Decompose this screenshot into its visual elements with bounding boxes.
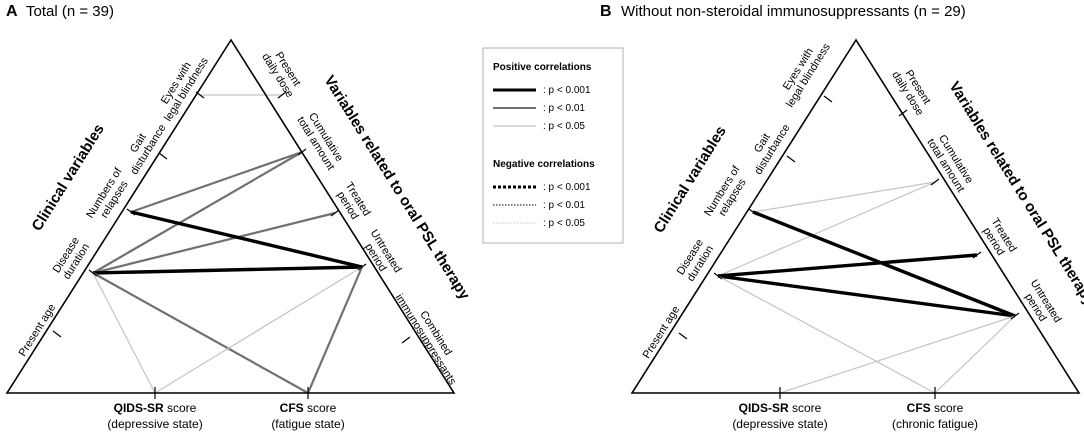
label-age: Present age: [17, 302, 59, 359]
line-disease-cfs: [92, 272, 309, 394]
legend-positive-title: Positive correlations: [493, 62, 592, 73]
line-b-disease-treated: [717, 253, 978, 278]
panel-b-triangle: [630, 38, 1081, 394]
panel-a-cfs-label: CFS score: [280, 401, 337, 415]
label-relapses: Numbers ofrelapses: [84, 165, 135, 227]
panel-a-qids-label: QIDS-SR score: [114, 401, 197, 415]
label-daily: Presentdaily dose: [259, 45, 306, 100]
label-treated: Treatedperiod: [332, 180, 372, 225]
line-untreated-qids: [154, 266, 363, 394]
line-disease-treated: [92, 211, 336, 275]
line-b-disease-cfs: [717, 275, 936, 394]
panel-b-letter: B: [600, 3, 612, 20]
label-disease: Diseaseduration: [51, 235, 92, 281]
panel-a-letter: A: [6, 3, 18, 20]
line-b-untreated-qids: [779, 315, 1016, 394]
legend-neg-p001: : p < 0.001: [543, 182, 591, 193]
legend-negative-title: Negative correlations: [493, 159, 595, 170]
legend-neg-p05: : p < 0.05: [543, 218, 585, 229]
line-relapses-cumulative: [130, 150, 303, 214]
panel-a-left-ticks: [52, 91, 205, 338]
panel-b-left-ticks: [678, 95, 833, 340]
panel-b: B Without non-steroidal immunosuppressan…: [600, 3, 1084, 431]
panel-b-bottom-ticks: [779, 387, 936, 399]
label-untreated: Untreatedperiod: [358, 228, 404, 282]
legend-pos-p001: : p < 0.001: [543, 85, 591, 96]
panel-b-correlation-lines: [717, 181, 1016, 394]
panel-a: A Total (n = 39): [5, 3, 473, 431]
panel-a-right-ticks: [277, 91, 411, 344]
panel-b-right-axis-title: Variables related to oral PSL therapy: [946, 79, 1084, 310]
line-disease-untreated: [92, 265, 363, 275]
label-b-gait: Gaitdisturbance: [742, 116, 792, 177]
panel-a-right-labels: Presentdaily dose Cumulativetotal amount…: [259, 45, 469, 388]
legend-pos-p05: : p < 0.05: [543, 121, 585, 132]
panel-a-title: Total (n = 39): [26, 3, 114, 20]
label-cumulative: Cumulativetotal amount: [294, 108, 346, 172]
label-b-relapses: Numbers ofrelapses: [702, 163, 753, 225]
panel-a-qids-sub: (depressive state): [107, 417, 202, 431]
panel-a-bottom-ticks: [154, 387, 309, 399]
label-b-treated: Treatedperiod: [978, 216, 1018, 261]
panel-a-correlation-lines: [92, 94, 364, 394]
legend-neg-p01: : p < 0.01: [543, 200, 585, 211]
panel-b-cfs-sub: (chronic fatigue): [892, 417, 978, 431]
label-b-eyes: Eyes withlegal blindness: [774, 35, 833, 110]
line-relapses-untreated: [130, 210, 363, 269]
legend-box: [482, 47, 624, 244]
panel-b-cfs-label: CFS score: [907, 401, 964, 415]
panel-b-left-axis-title: Clinical variables: [650, 123, 729, 236]
label-b-daily: Presentdaily dose: [889, 63, 936, 118]
label-b-disease: Diseaseduration: [675, 237, 716, 283]
label-b-age: Present age: [641, 304, 683, 361]
line-b-untreated-cfs: [934, 315, 1016, 394]
line-b-disease-cumulative: [717, 181, 936, 277]
panel-b-qids-label: QIDS-SR score: [739, 401, 822, 415]
panel-b-title: Without non-steroidal immunosuppressants…: [621, 3, 966, 20]
panel-a-triangle: [5, 38, 456, 394]
label-b-untreated: Untreatedperiod: [1018, 278, 1064, 332]
label-combined: Combinedimmunosuppressants: [393, 286, 469, 388]
line-disease-cumulative: [92, 151, 303, 274]
line-b-disease-untreated: [717, 274, 1016, 318]
line-disease-qids: [92, 272, 156, 394]
panel-b-right-ticks: [898, 109, 1020, 320]
legend: Positive correlations : p < 0.001 : p < …: [482, 47, 624, 244]
label-gait: Gaitdisturbance: [118, 116, 168, 177]
line-b-relapses-cumulative: [752, 181, 936, 213]
panel-a-cfs-sub: (fatigue state): [271, 417, 344, 431]
line-untreated-cfs: [306, 266, 364, 394]
legend-pos-p01: : p < 0.01: [543, 103, 585, 114]
panel-b-qids-sub: (depressive state): [732, 417, 827, 431]
